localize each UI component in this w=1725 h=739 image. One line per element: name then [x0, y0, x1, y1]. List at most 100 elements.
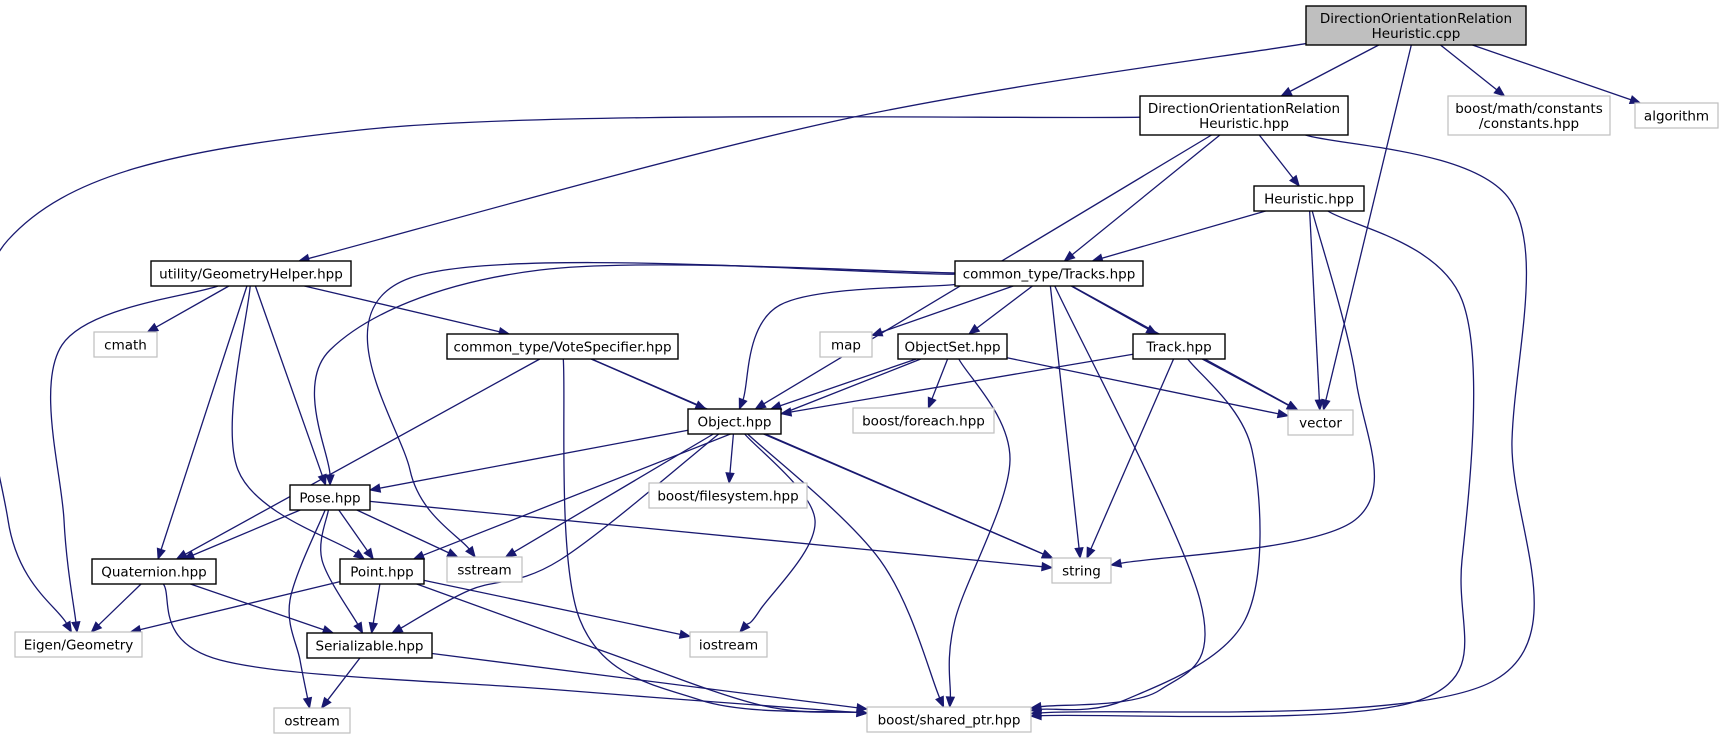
edge-objectset-to-boost_foreach: [927, 358, 949, 410]
arrowhead: [945, 696, 956, 709]
node-label: /constants.hpp: [1479, 116, 1579, 132]
edge-line: [1440, 44, 1498, 91]
edge-line: [1040, 210, 1475, 718]
edge-line: [1101, 210, 1266, 259]
arrowhead: [739, 621, 751, 633]
node-string: string: [1051, 557, 1112, 584]
node-boost-shared-ptr: boost/shared_ptr.hpp: [866, 706, 1032, 733]
node-boost-foreach: boost/foreach.hpp: [852, 407, 995, 434]
node-label: Track.hpp: [1145, 340, 1211, 356]
node-label: sstream: [457, 563, 511, 579]
arrowhead: [1074, 547, 1084, 560]
node-label: Serializable.hpp: [316, 639, 424, 655]
arrowhead: [368, 621, 379, 635]
edge-line: [1325, 44, 1412, 401]
edge-object-to-sstream: [504, 433, 714, 558]
edge-line: [948, 358, 1011, 698]
arrowhead: [738, 397, 748, 411]
node-map: map: [819, 331, 873, 358]
arrowhead: [1276, 409, 1290, 419]
node-box: [446, 556, 523, 583]
edge-line: [192, 509, 301, 556]
node-box: [1447, 95, 1611, 136]
edge-line: [327, 657, 361, 701]
arrowhead: [1314, 399, 1325, 412]
arrowhead: [678, 629, 692, 639]
node-dorh-hpp[interactable]: DirectionOrientationRelationHeuristic.hp…: [1139, 95, 1349, 136]
node-box: [687, 408, 782, 435]
arrowhead: [1041, 561, 1054, 572]
edge-geometry_helper-to-eigen_geometry: [50, 285, 219, 634]
node-object[interactable]: Object.hpp: [687, 408, 782, 435]
node-heuristic-hpp[interactable]: Heuristic.hpp: [1253, 185, 1365, 212]
edge-line: [1040, 358, 1261, 711]
edge-line: [50, 285, 219, 623]
edge-line: [1071, 134, 1221, 256]
edge-line: [162, 583, 858, 714]
node-objectset[interactable]: ObjectSet.hpp: [897, 333, 1008, 360]
edge-line: [338, 509, 368, 552]
node-root[interactable]: DirectionOrientationRelationHeuristic.cp…: [1305, 5, 1527, 46]
edge-line: [976, 285, 1033, 329]
arrowhead: [146, 322, 160, 333]
edge-line: [1090, 358, 1175, 550]
edge-root-to-boost_constants: [1440, 44, 1506, 97]
node-label: iostream: [699, 638, 758, 654]
node-box: [273, 707, 351, 734]
node-box: [446, 333, 679, 360]
edge-line: [1120, 210, 1376, 564]
arrowhead: [935, 695, 945, 709]
arrowhead: [390, 623, 404, 634]
node-track[interactable]: Track.hpp: [1132, 333, 1226, 360]
edge-line: [379, 429, 689, 489]
node-box: [897, 333, 1008, 360]
node-box: [852, 407, 995, 434]
node-label: Eigen/Geometry: [24, 638, 134, 654]
edge-vote_specifier-to-quaternion: [175, 358, 541, 560]
node-vote-specifier[interactable]: common_type/VoteSpecifier.hpp: [446, 333, 679, 360]
edge-line: [742, 283, 956, 400]
edge-object-to-boost_filesystem: [725, 433, 735, 485]
node-boost-filesystem: boost/filesystem.hpp: [648, 482, 808, 509]
node-box: [150, 260, 352, 287]
node-serializable[interactable]: Serializable.hpp: [306, 632, 433, 659]
node-label: boost/filesystem.hpp: [657, 489, 798, 505]
edge-tracks-to-objectset: [967, 285, 1033, 335]
edge-line: [1472, 44, 1632, 101]
edge-root-to-algorithm: [1472, 44, 1642, 105]
arrowhead: [1628, 95, 1642, 105]
edge-pose-to-serializable: [320, 509, 364, 635]
edge-line: [0, 116, 1141, 624]
node-geometry-helper[interactable]: utility/GeometryHelper.hpp: [150, 260, 352, 287]
edge-line: [931, 358, 949, 399]
node-quaternion[interactable]: Quaternion.hpp: [91, 558, 217, 585]
edge-dorh_hpp-to-heuristic_hpp: [1258, 134, 1301, 188]
edge-pose-to-ostream: [288, 509, 326, 710]
edge-serializable-to-ostream: [320, 657, 361, 710]
node-tracks[interactable]: common_type/Tracks.hpp: [954, 260, 1144, 287]
edge-line: [140, 580, 341, 631]
node-boost-constants: boost/math/constants/constants.hpp: [1447, 95, 1611, 136]
node-pose[interactable]: Pose.hpp: [289, 484, 371, 511]
arrowhead: [1109, 558, 1123, 568]
dependency-edges: [0, 42, 1642, 721]
arrowhead: [1029, 704, 1042, 714]
edge-point-to-iostream: [423, 579, 692, 639]
node-box: [289, 484, 371, 511]
arrowhead: [725, 472, 735, 485]
node-box: [14, 631, 143, 658]
node-box: [1253, 185, 1365, 212]
edge-pose-to-point: [338, 509, 374, 561]
edge-root-to-dorh_hpp: [1280, 44, 1380, 97]
arrowhead: [156, 547, 166, 561]
node-point[interactable]: Point.hpp: [339, 558, 425, 585]
arrowhead: [1063, 250, 1076, 262]
edge-line: [1308, 210, 1320, 401]
edge-heuristic_hpp-to-vector: [1308, 210, 1325, 412]
edge-line: [304, 285, 500, 333]
node-box: [689, 631, 768, 658]
edge-point-to-serializable: [368, 583, 381, 635]
arrowhead: [1289, 174, 1301, 188]
edge-pose-to-sstream: [356, 509, 459, 558]
edge-line: [747, 433, 941, 699]
